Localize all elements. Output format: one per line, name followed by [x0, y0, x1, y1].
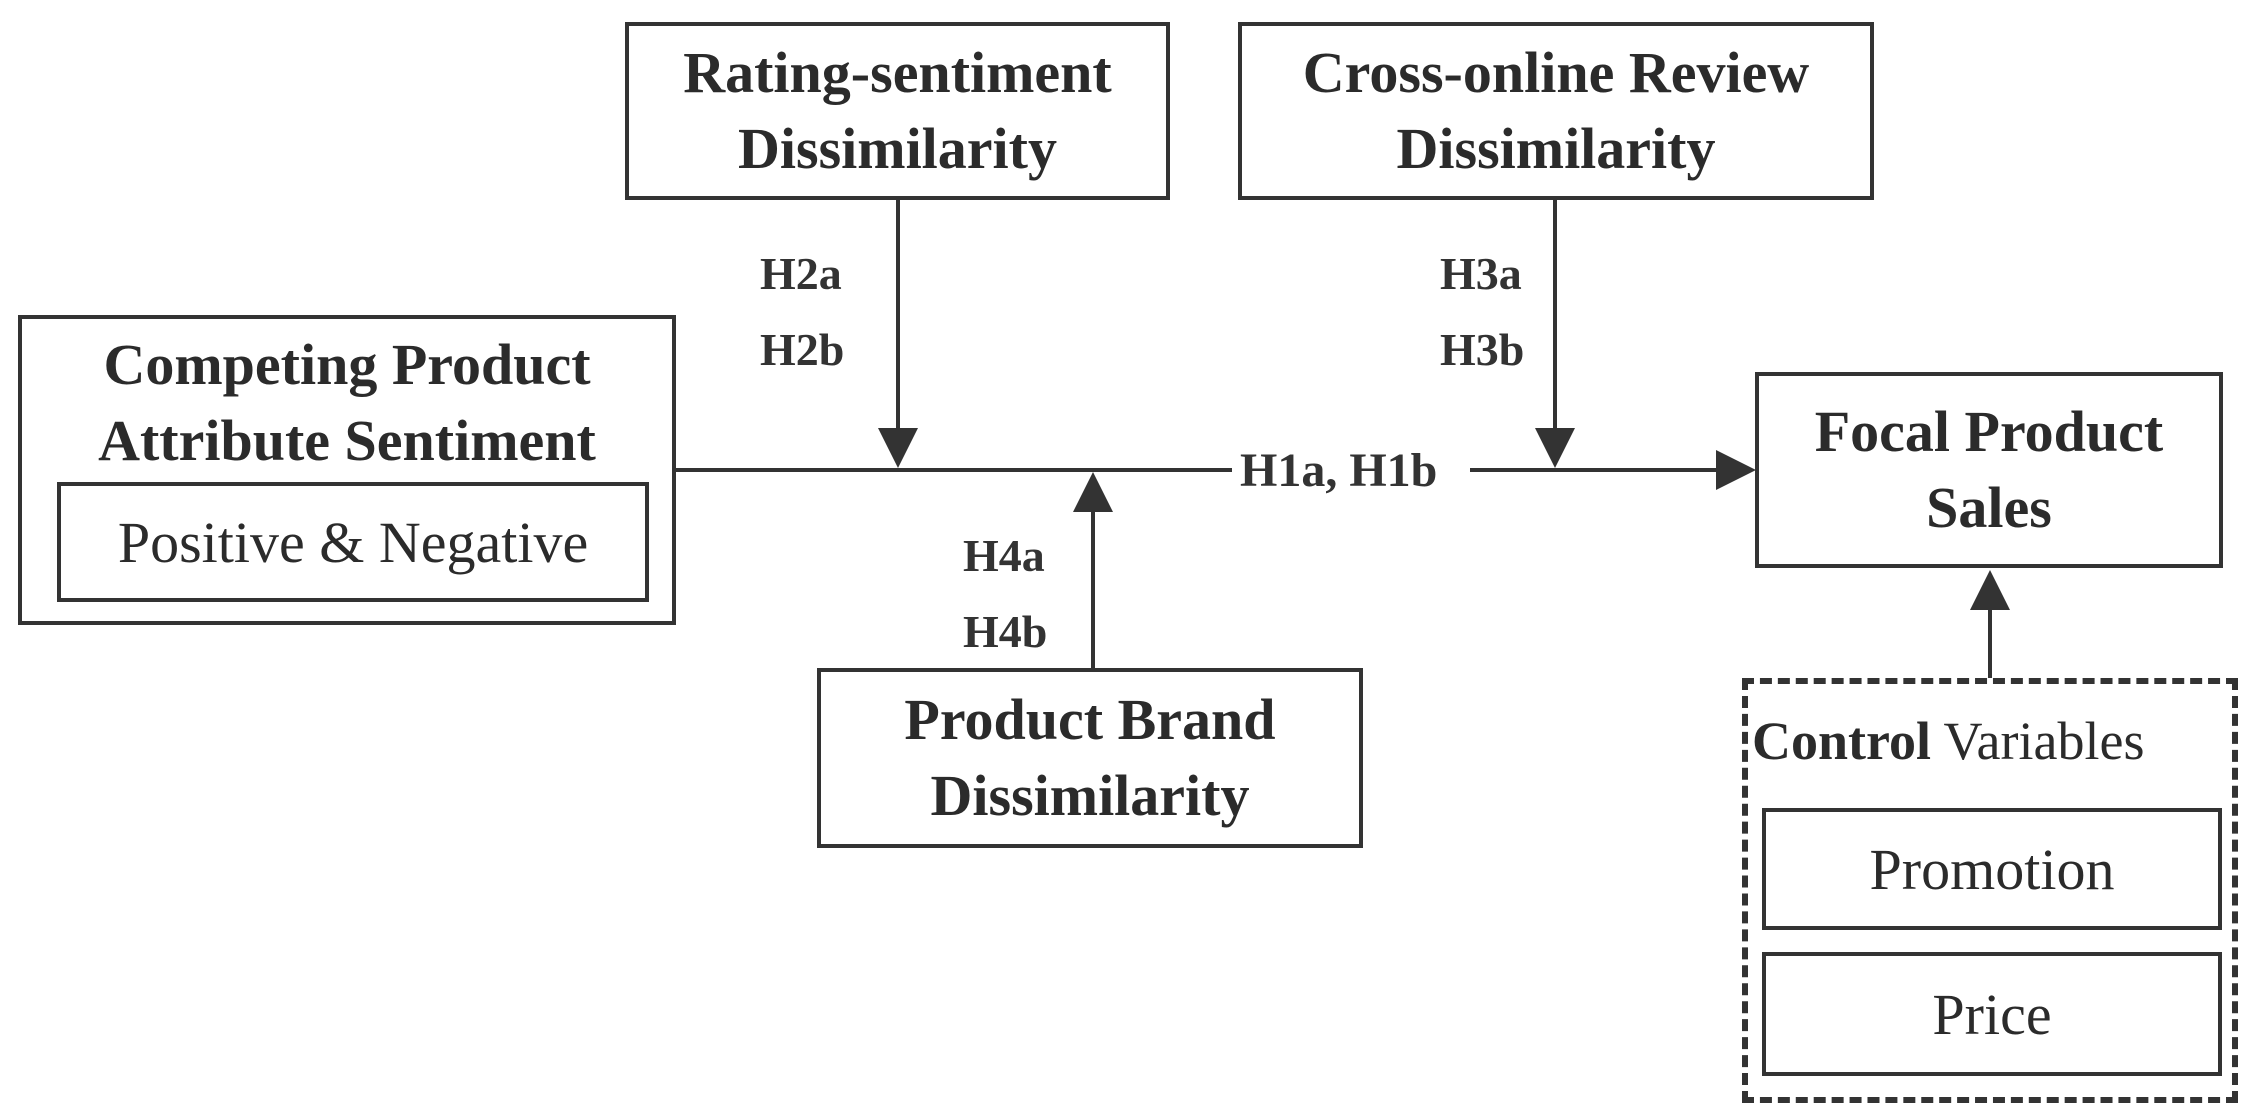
- rating-line-2: Dissimilarity: [738, 116, 1057, 181]
- promotion-box: Promotion: [1762, 808, 2222, 930]
- focal-line-2: Sales: [1926, 475, 2052, 540]
- positive-negative-box: Positive & Negative: [57, 482, 649, 602]
- h1-label: H1a, H1b: [1236, 436, 1442, 506]
- h1-text: H1a, H1b: [1240, 444, 1438, 497]
- control-title-bold: Control: [1752, 711, 1932, 771]
- price-label: Price: [1932, 981, 2052, 1047]
- rating-line-1: Rating-sentiment: [683, 40, 1112, 105]
- promotion-label: Promotion: [1869, 836, 2115, 902]
- price-box: Price: [1762, 952, 2222, 1076]
- control-title-rest: Variables: [1931, 711, 2145, 771]
- cross-line-2: Dissimilarity: [1396, 116, 1716, 181]
- competing-line-1: Competing Product: [103, 332, 591, 397]
- control-variables-group: [1742, 678, 2238, 1103]
- h3a-text: H3a: [1440, 248, 1522, 299]
- competing-line-2: Attribute Sentiment: [98, 408, 596, 473]
- control-variables-title: Control Variables: [1752, 710, 2144, 772]
- rating-sentiment-dissimilarity-box: Rating-sentiment Dissimilarity: [625, 22, 1170, 200]
- h4a-text: H4a: [963, 530, 1045, 581]
- h4-label: H4a H4b: [963, 518, 1047, 670]
- cross-online-review-dissimilarity-box: Cross-online Review Dissimilarity: [1238, 22, 1874, 200]
- focal-product-sales-box: Focal Product Sales: [1755, 372, 2223, 568]
- focal-line-1: Focal Product: [1814, 399, 2164, 464]
- h3b-text: H3b: [1440, 324, 1525, 375]
- h3-label: H3a H3b: [1440, 236, 1524, 388]
- product-brand-dissimilarity-box: Product Brand Dissimilarity: [817, 668, 1363, 848]
- h4b-text: H4b: [963, 606, 1048, 657]
- h2b-text: H2b: [760, 324, 845, 375]
- cross-line-1: Cross-online Review: [1302, 40, 1810, 105]
- positive-negative-label: Positive & Negative: [117, 509, 589, 575]
- h2-label: H2a H2b: [760, 236, 844, 388]
- h2a-text: H2a: [760, 248, 842, 299]
- brand-line-2: Dissimilarity: [930, 763, 1250, 828]
- brand-line-1: Product Brand: [904, 687, 1276, 752]
